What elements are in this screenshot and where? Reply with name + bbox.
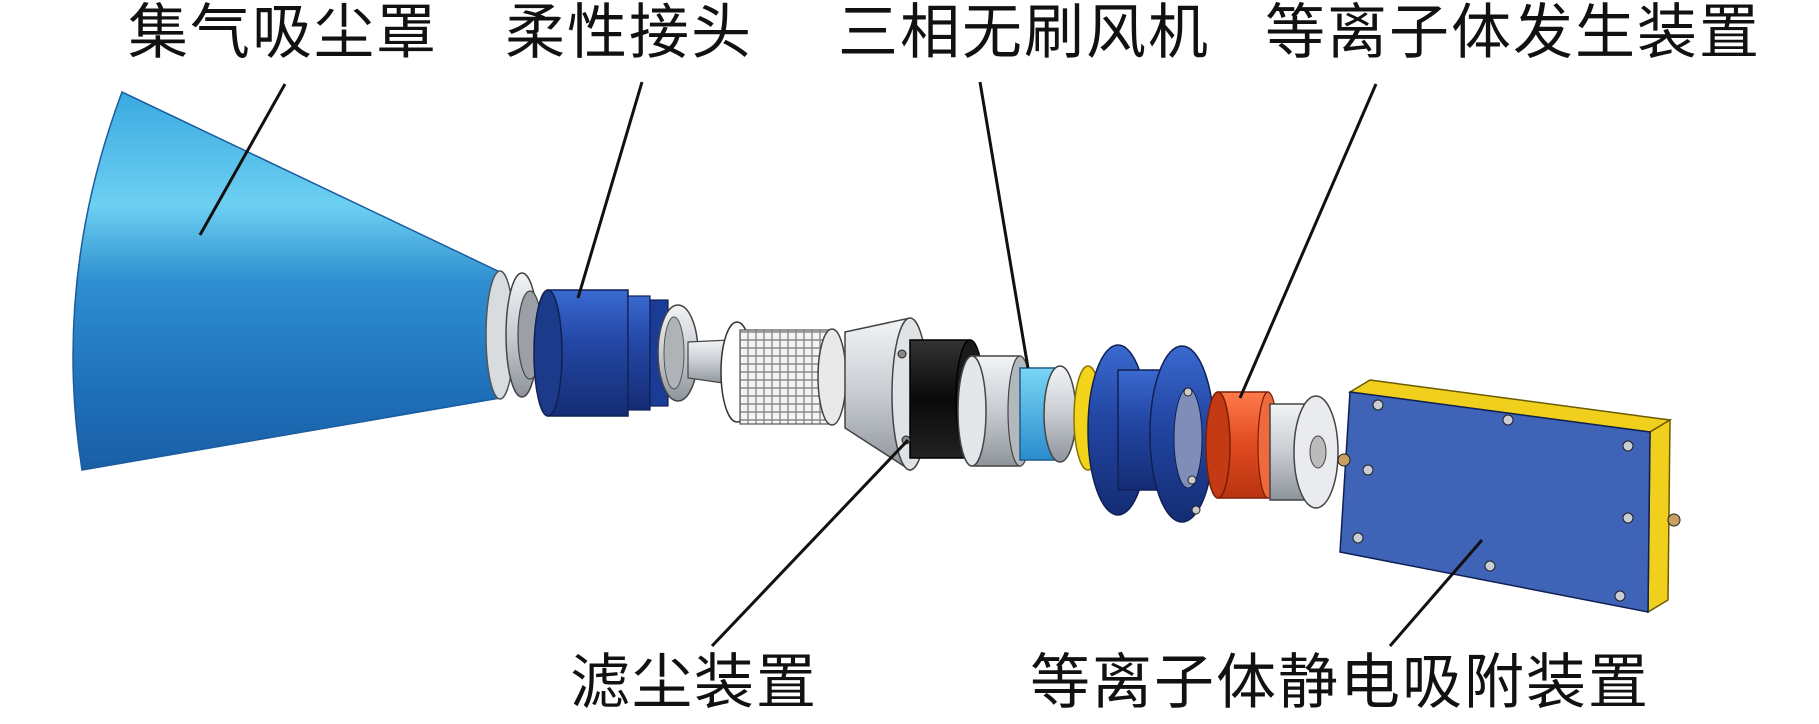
label-fan: 三相无刷风机 (838, 0, 1210, 68)
label-filter: 滤尘装置 (570, 648, 818, 718)
flange-housing (1087, 344, 1215, 523)
flex-joint-shape (533, 289, 699, 417)
label-plasma-generator: 等离子体发生装置 (1265, 0, 1761, 68)
hood-shape (72, 90, 543, 471)
electrostatic-box-shape (1337, 379, 1681, 614)
plasma-generator-shape (1205, 391, 1339, 509)
leader-lines (198, 81, 1484, 648)
label-hood: 集气吸尘罩 (128, 0, 438, 68)
label-electrostatic: 等离子体静电吸附装置 (1030, 648, 1650, 718)
filter-cartridge-shape (720, 317, 985, 472)
label-flex-joint: 柔性接头 (505, 0, 753, 68)
fan-shape (957, 355, 1103, 471)
